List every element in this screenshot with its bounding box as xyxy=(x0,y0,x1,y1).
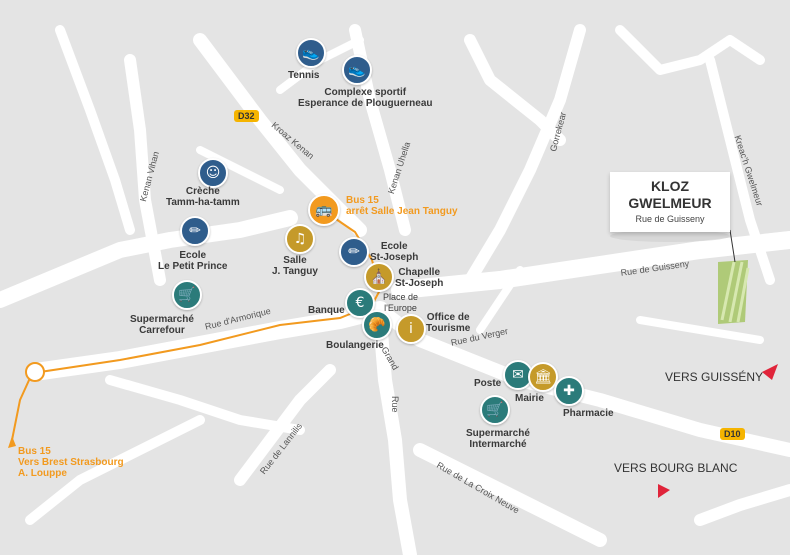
destination-name-2: GWELMEUR xyxy=(628,195,712,211)
label-ecole-sj-2: St-Joseph xyxy=(370,252,419,263)
supermarche-intermarche-icon[interactable]: 🛒 xyxy=(480,395,510,425)
label-complexe-1: Complexe sportif xyxy=(324,87,407,98)
label-tennis: Tennis xyxy=(288,70,319,81)
label-complexe-2: Esperance de Plouguerneau xyxy=(298,98,433,109)
bus-route-line2: Vers Brest Strasbourg xyxy=(18,457,124,468)
label-pharmacie: Pharmacie xyxy=(563,408,614,419)
bus-route-line1: Bus 15 xyxy=(18,446,51,457)
street-rue: Rue xyxy=(390,396,400,413)
label-pharmacie-text: Pharmacie xyxy=(563,408,614,419)
arrow-guisseny xyxy=(762,364,778,380)
office-tourisme-icon[interactable]: i xyxy=(396,314,426,344)
roundabout xyxy=(25,362,45,382)
label-intermarche-2: Intermarché xyxy=(469,439,527,450)
label-place-2: l'Europe xyxy=(384,303,417,313)
label-boulangerie: Boulangerie xyxy=(326,340,384,351)
mairie-icon[interactable]: 🏛 xyxy=(528,362,558,392)
label-salle-2: J. Tanguy xyxy=(272,266,318,277)
label-poste-text: Poste xyxy=(474,378,502,389)
direction-guisseny: VERS GUISSÉNY xyxy=(665,370,764,384)
label-banque-text: Banque xyxy=(308,305,345,316)
label-office-1: Office de xyxy=(426,312,470,323)
label-creche-2: Tamm-ha-tamm xyxy=(166,197,240,208)
label-ecole-sj-1: Ecole xyxy=(380,241,408,252)
tennis-icon[interactable]: 👟 xyxy=(296,38,326,68)
destination-name-1: KLOZ xyxy=(650,178,690,194)
destination-pointer xyxy=(729,229,736,263)
green-field xyxy=(718,260,750,324)
creche-icon[interactable]: ☺ xyxy=(198,158,228,188)
label-boulangerie-text: Boulangerie xyxy=(326,340,384,351)
supermarche-carrefour-icon[interactable]: 🛒 xyxy=(172,280,202,310)
salle-music-icon[interactable]: ♫ xyxy=(285,224,315,254)
ecole-st-joseph-icon[interactable]: ✏ xyxy=(339,237,369,267)
label-salle-1: Salle xyxy=(283,255,307,266)
label-carrefour-2: Carrefour xyxy=(139,325,185,336)
label-mairie-text: Mairie xyxy=(515,393,544,404)
road-badge-d32: D32 xyxy=(234,110,259,122)
ecole-petit-prince-icon[interactable]: ✏ xyxy=(180,216,210,246)
label-chapelle-2: St-Joseph xyxy=(395,278,444,289)
label-intermarche-1: Supermarché xyxy=(466,428,530,439)
arrow-bourg-blanc xyxy=(658,484,670,498)
bus-route-line3: A. Louppe xyxy=(18,468,67,479)
chapelle-icon[interactable]: ⛪ xyxy=(364,262,394,292)
bus-stop-line1: Bus 15 xyxy=(346,195,379,206)
label-mairie: Mairie xyxy=(515,393,544,404)
sport-complex-icon[interactable]: 👟 xyxy=(342,55,372,85)
pharmacie-icon[interactable]: ✚ xyxy=(554,376,584,406)
road-badge-d10: D10 xyxy=(720,428,745,440)
label-ecole-pp-2: Le Petit Prince xyxy=(158,261,228,272)
route-arrow xyxy=(8,436,16,448)
label-place-1: Place de xyxy=(383,292,419,302)
destination-address: Rue de Guisseny xyxy=(635,214,705,224)
destination-card[interactable]: KLOZ GWELMEUR Rue de Guisseny xyxy=(610,172,730,232)
label-poste: Poste xyxy=(474,378,501,389)
bus-stop-line2: arrêt Salle Jean Tanguy xyxy=(346,206,458,217)
label-banque: Banque xyxy=(308,305,345,316)
label-creche-1: Crèche xyxy=(185,186,220,197)
direction-bourg-blanc: VERS BOURG BLANC xyxy=(614,461,738,475)
label-carrefour-1: Supermarché xyxy=(130,314,194,325)
label-ecole-pp-1: Ecole xyxy=(179,250,207,261)
label-tennis-text: Tennis xyxy=(288,70,320,81)
label-office-2: Tourisme xyxy=(426,323,471,334)
bus-icon[interactable]: 🚌 xyxy=(308,194,340,226)
boulangerie-icon[interactable]: 🥐 xyxy=(362,310,392,340)
label-chapelle-1: Chapelle xyxy=(398,267,441,278)
